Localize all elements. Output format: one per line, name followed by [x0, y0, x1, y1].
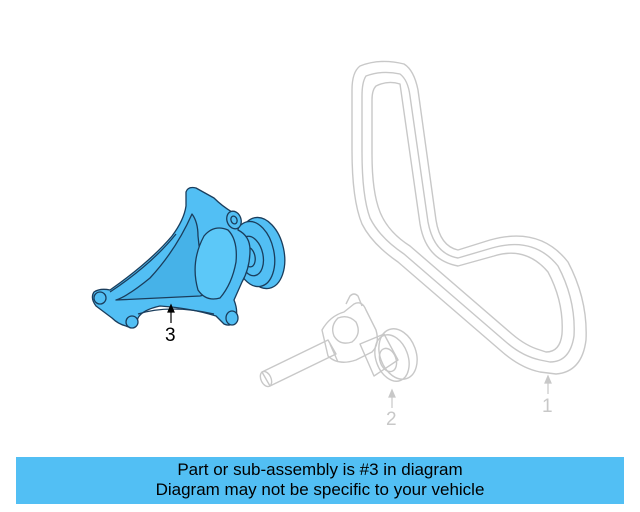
- callout-number-2: 2: [386, 409, 397, 430]
- callout-number-1: 1: [542, 396, 553, 417]
- banner-line-disclaimer: Diagram may not be specific to your vehi…: [155, 480, 485, 499]
- banner-line-part-number: Part or sub-assembly is #3 in diagram: [177, 460, 463, 479]
- callout-number-3: 3: [165, 325, 176, 346]
- callout-leader-1: [544, 374, 552, 394]
- tensioner-part-2: [259, 293, 418, 388]
- callout-leader-2: [388, 388, 396, 408]
- drive-belt-part-1: [351, 60, 587, 375]
- info-banner: Part or sub-assembly is #3 in diagram Di…: [16, 457, 624, 504]
- bracket-pulley-part-3: [91, 186, 286, 329]
- callout-leader-3: [167, 303, 175, 323]
- parts-diagram: [91, 60, 587, 408]
